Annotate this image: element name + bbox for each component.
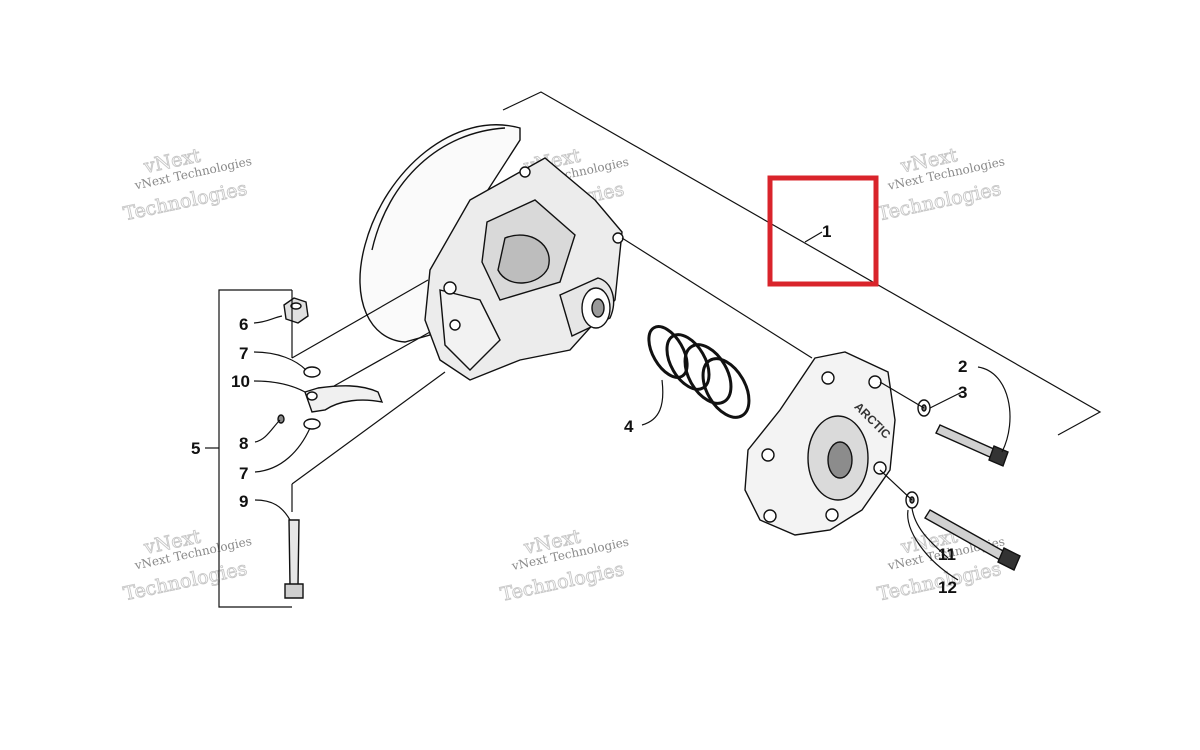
callout-7-lower[interactable]: 7 bbox=[239, 464, 248, 483]
callout-4[interactable]: 4 bbox=[624, 417, 634, 436]
callout-2[interactable]: 2 bbox=[958, 357, 967, 376]
assembly-outline bbox=[502, 91, 1102, 436]
callout-10[interactable]: 10 bbox=[231, 372, 250, 391]
sheave-disc bbox=[359, 124, 521, 343]
cover-plate: ARCTIC bbox=[744, 351, 896, 536]
cover-to-washer-leader bbox=[879, 381, 925, 409]
watermark-3: vNext vNext Technologies Technologies bbox=[875, 144, 1006, 226]
highlight-box-item-1[interactable] bbox=[767, 175, 879, 287]
callout-9[interactable]: 9 bbox=[239, 492, 248, 511]
cover-to-washer11-leader bbox=[879, 469, 913, 501]
watermark-4: vNext vNext Technologies Technologies bbox=[121, 525, 253, 606]
washer-7-bottom bbox=[303, 418, 321, 430]
callout-12[interactable]: 12 bbox=[938, 578, 957, 597]
callout-1[interactable]: 1 bbox=[822, 222, 831, 241]
nut-6 bbox=[283, 297, 309, 324]
callout-6[interactable]: 6 bbox=[239, 315, 248, 334]
arm-10 bbox=[304, 385, 384, 413]
callout-leaders bbox=[205, 231, 1011, 581]
watermark-5: vNext vNext Technologies Technologies bbox=[498, 525, 630, 606]
callout-7-upper[interactable]: 7 bbox=[239, 344, 248, 363]
watermark-1: vNext vNext Technologies Technologies bbox=[121, 144, 253, 226]
arm-leader bbox=[333, 331, 431, 387]
washer-7-top bbox=[303, 366, 321, 378]
spring bbox=[647, 325, 751, 419]
bracket-5 bbox=[218, 289, 292, 608]
callout-3[interactable]: 3 bbox=[958, 383, 967, 402]
body-to-cover-leader bbox=[621, 237, 813, 359]
callout-5[interactable]: 5 bbox=[191, 439, 200, 458]
callout-11[interactable]: 11 bbox=[938, 545, 956, 564]
assembly-leader-upper bbox=[291, 279, 429, 359]
bolt-12 bbox=[924, 509, 1021, 571]
clutch-body bbox=[424, 157, 624, 381]
bolt-2 bbox=[935, 424, 1009, 467]
bolt-9 bbox=[284, 519, 304, 599]
assembly-leader-lower bbox=[291, 371, 446, 485]
callout-8[interactable]: 8 bbox=[239, 434, 248, 453]
